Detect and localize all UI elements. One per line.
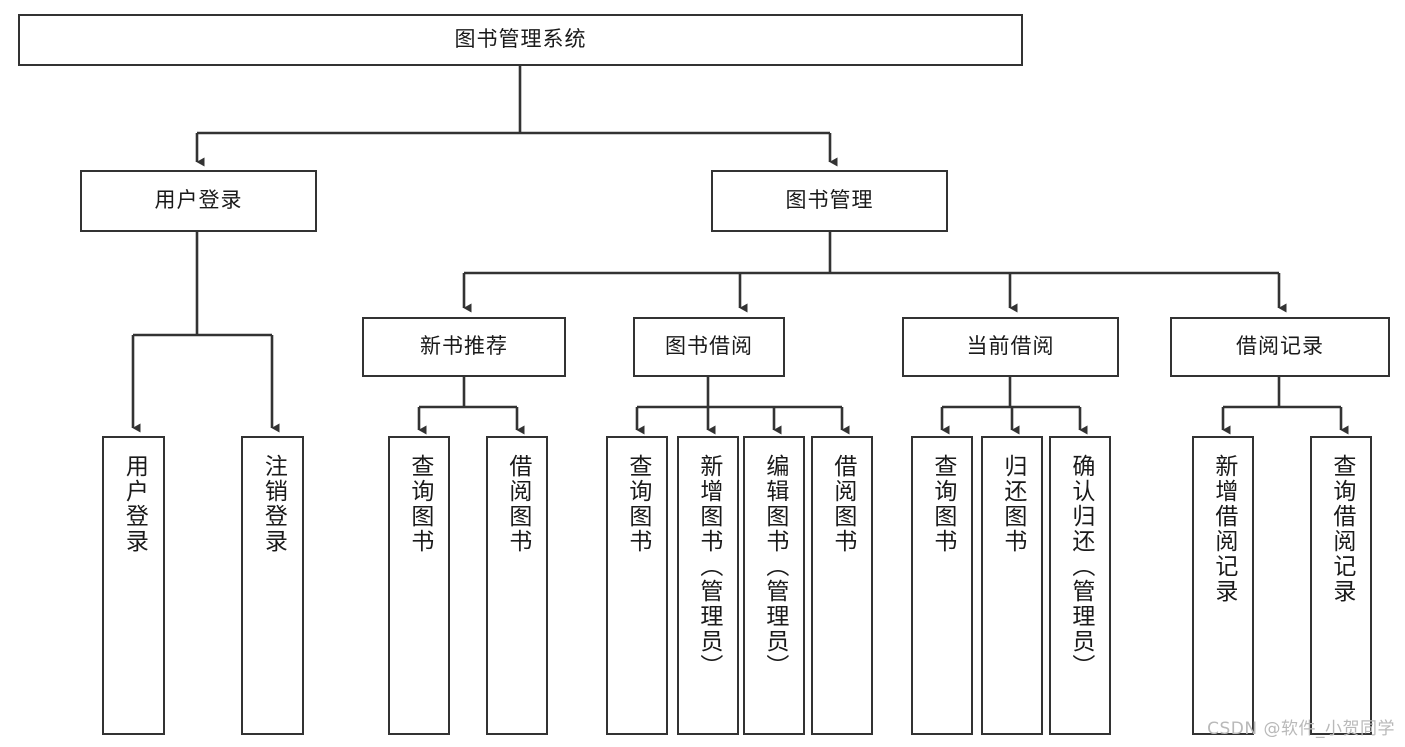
node-label: 图书借阅 xyxy=(665,334,753,359)
leaf-label: 查询借阅记录 xyxy=(1328,454,1355,604)
leaf-label: 查询图书 xyxy=(624,454,651,554)
leaf-return-book[interactable]: 归还图书 xyxy=(981,436,1043,735)
leaf-label: 查询图书 xyxy=(929,454,956,554)
node-label: 新书推荐 xyxy=(420,334,508,359)
leaf-label: 新增图书（管理员） xyxy=(695,454,722,679)
leaf-query-book-3[interactable]: 查询图书 xyxy=(911,436,973,735)
node-book-manage[interactable]: 图书管理 xyxy=(711,170,948,232)
leaf-confirm-return[interactable]: 确认归还（管理员） xyxy=(1049,436,1111,735)
leaf-user-login[interactable]: 用户登录 xyxy=(102,436,165,735)
leaf-label: 借阅图书 xyxy=(504,454,531,554)
leaf-label: 归还图书 xyxy=(999,454,1026,554)
leaf-label: 查询图书 xyxy=(406,454,433,554)
node-book-borrow[interactable]: 图书借阅 xyxy=(633,317,785,377)
leaf-query-book-2[interactable]: 查询图书 xyxy=(606,436,668,735)
node-borrow-record[interactable]: 借阅记录 xyxy=(1170,317,1390,377)
node-current-borrow[interactable]: 当前借阅 xyxy=(902,317,1119,377)
leaf-label: 编辑图书（管理员） xyxy=(761,454,788,679)
node-label: 用户登录 xyxy=(154,188,243,213)
leaf-label: 确认归还（管理员） xyxy=(1067,454,1094,679)
leaf-label: 用户登录 xyxy=(121,454,148,554)
leaf-borrow-book-2[interactable]: 借阅图书 xyxy=(811,436,873,735)
leaf-add-record[interactable]: 新增借阅记录 xyxy=(1192,436,1254,735)
leaf-query-record[interactable]: 查询借阅记录 xyxy=(1310,436,1372,735)
node-label: 当前借阅 xyxy=(966,334,1055,359)
node-label: 图书管理 xyxy=(785,188,874,213)
leaf-query-book-1[interactable]: 查询图书 xyxy=(388,436,450,735)
leaf-user-logout[interactable]: 注销登录 xyxy=(241,436,304,735)
leaf-label: 注销登录 xyxy=(260,454,287,554)
node-new-book-recommend[interactable]: 新书推荐 xyxy=(362,317,566,377)
node-label: 图书管理系统 xyxy=(454,27,587,52)
node-label: 借阅记录 xyxy=(1236,334,1324,359)
node-user-login[interactable]: 用户登录 xyxy=(80,170,317,232)
watermark: CSDN @软件_小贺同学 xyxy=(1207,719,1395,739)
leaf-edit-book[interactable]: 编辑图书（管理员） xyxy=(743,436,805,735)
leaf-add-book[interactable]: 新增图书（管理员） xyxy=(677,436,739,735)
node-root-book-management-system[interactable]: 图书管理系统 xyxy=(18,14,1023,66)
leaf-borrow-book-1[interactable]: 借阅图书 xyxy=(486,436,548,735)
leaf-label: 新增借阅记录 xyxy=(1210,454,1237,604)
leaf-label: 借阅图书 xyxy=(829,454,856,554)
